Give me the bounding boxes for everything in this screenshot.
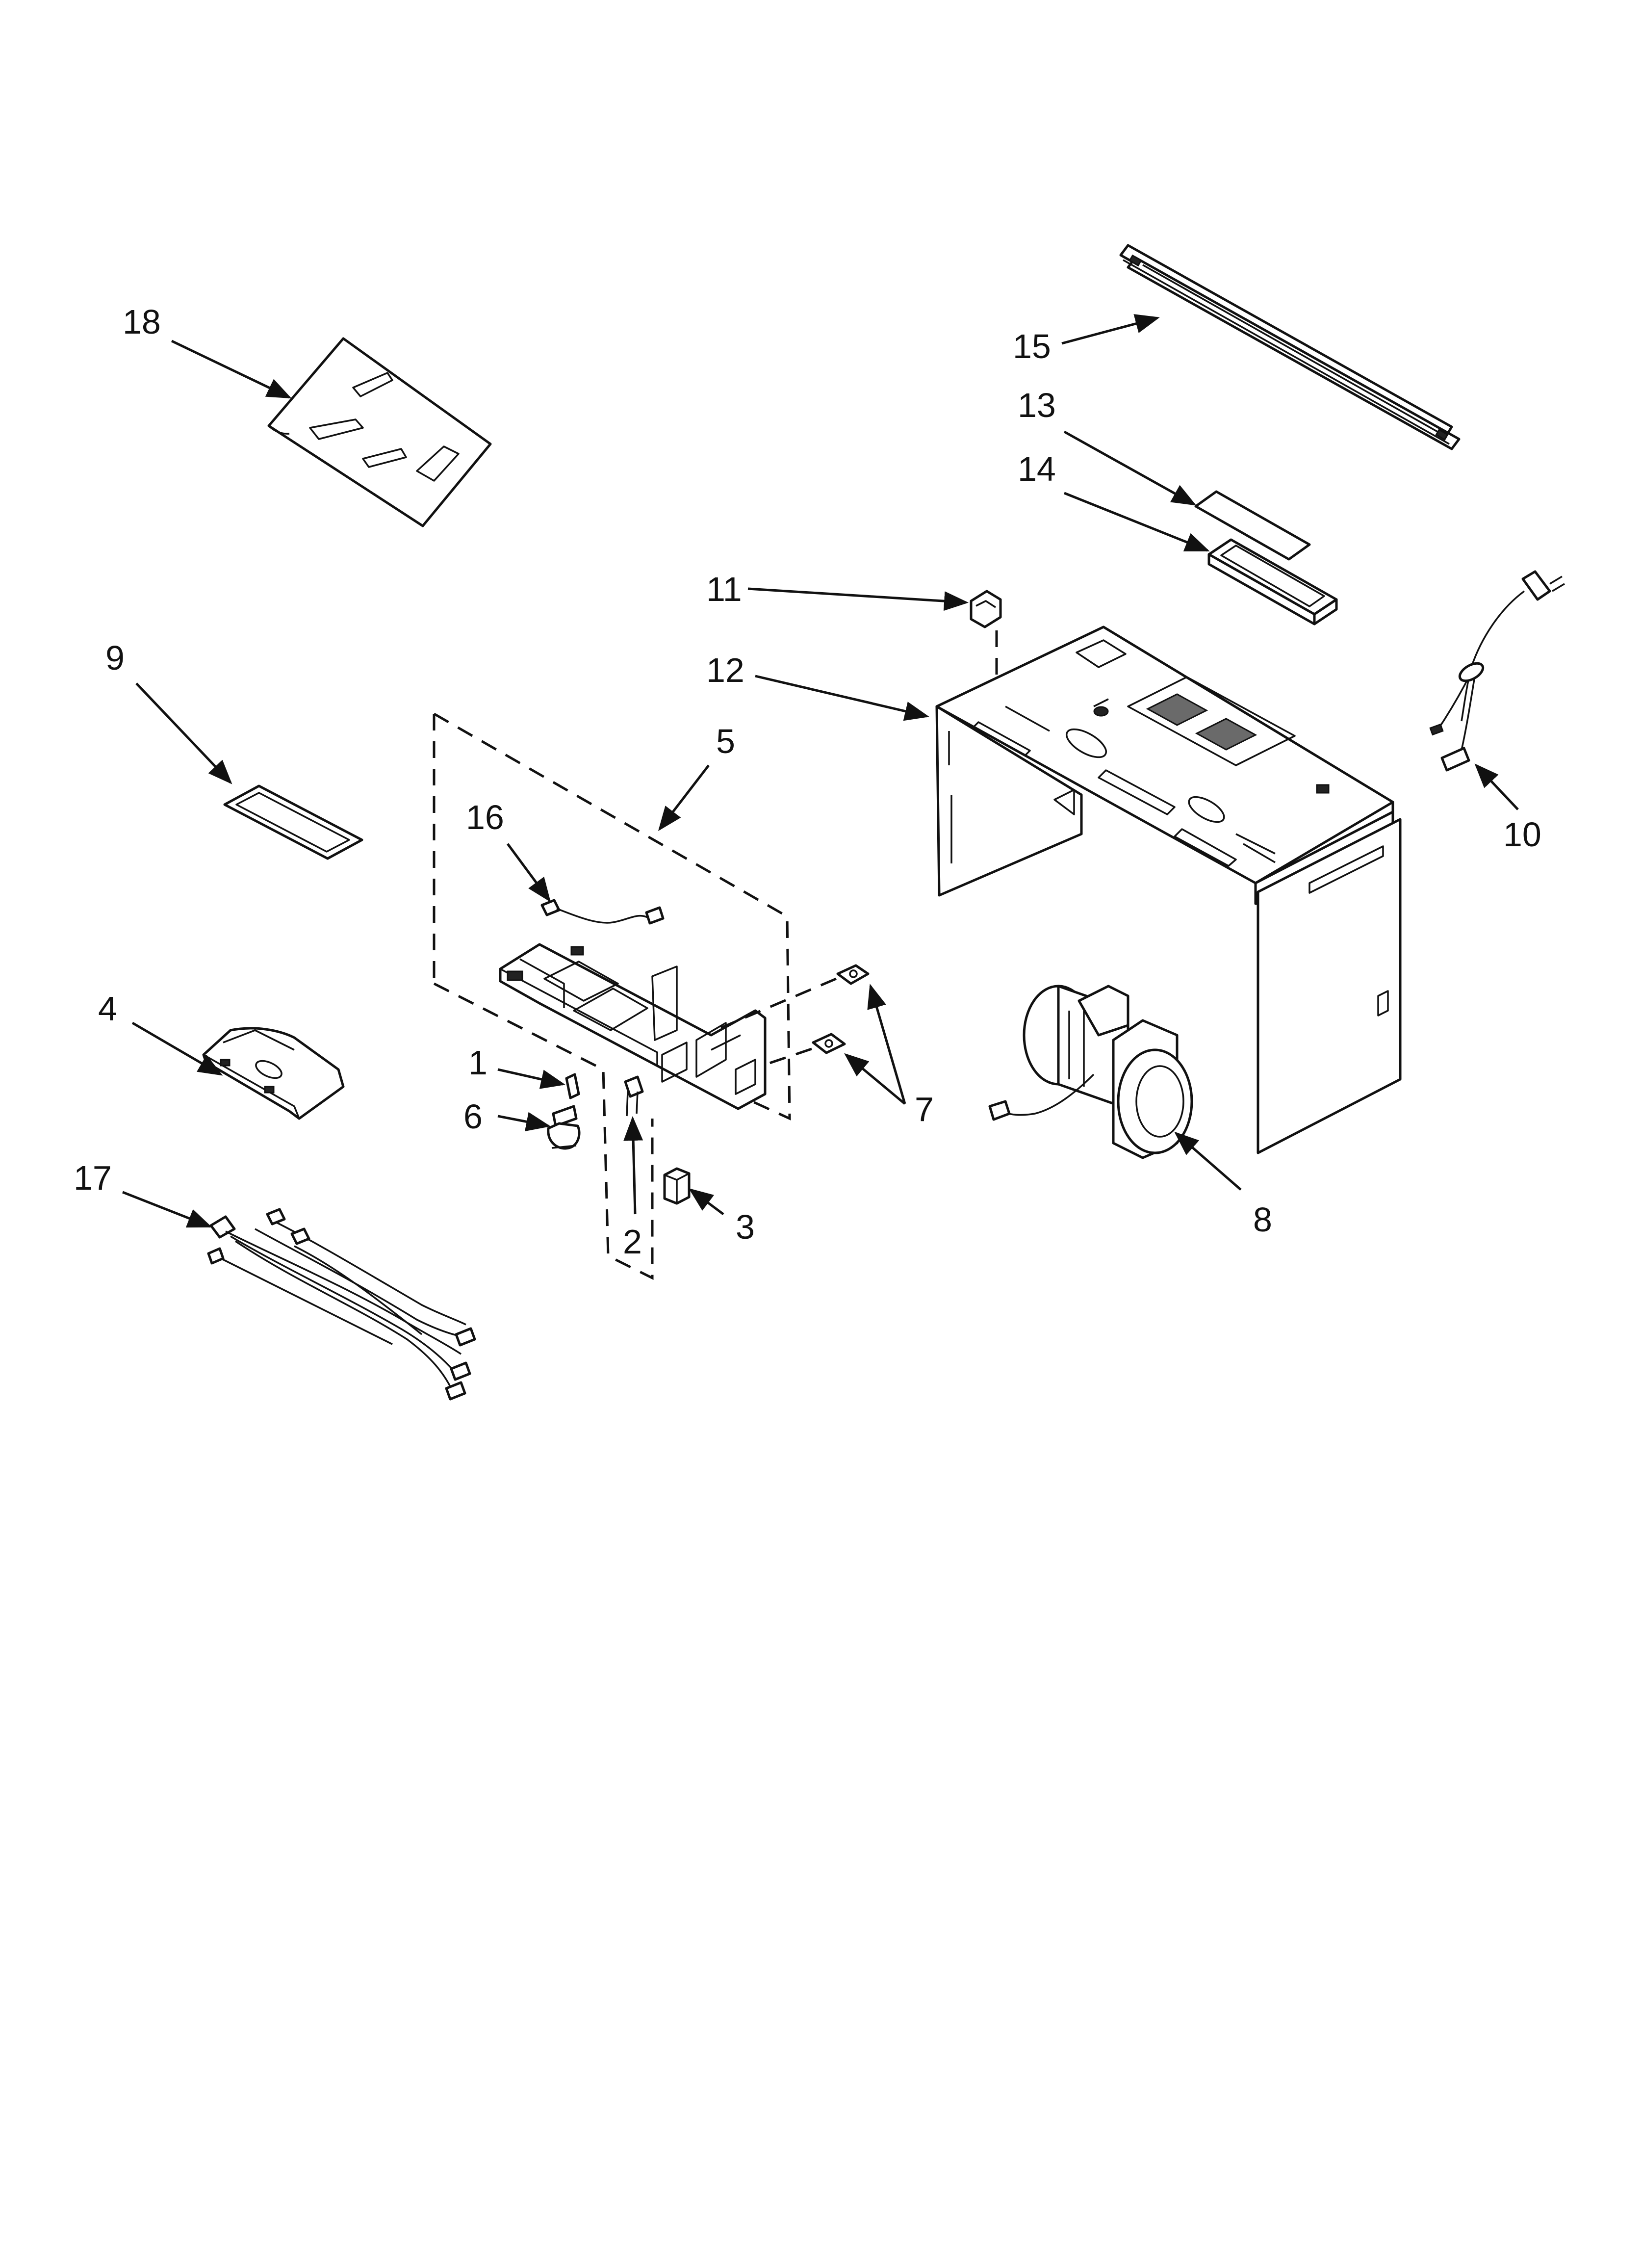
- part-9-filter: [223, 784, 363, 860]
- callout-12: 12: [706, 651, 744, 689]
- part-8-blower-motor: [988, 985, 1193, 1159]
- control-bracket: [499, 943, 767, 1110]
- callout-5: 5: [716, 722, 735, 760]
- part-12-chassis: [935, 626, 1402, 1154]
- callout-14: 14: [1018, 450, 1056, 488]
- part-16-sensor-wire: [540, 899, 665, 925]
- part-18-hardware-bag: [267, 337, 492, 527]
- callout-15: 15: [1013, 327, 1051, 365]
- callout-3: 3: [736, 1208, 755, 1246]
- part-7-brackets: [720, 964, 870, 1066]
- callout-7: 7: [915, 1090, 934, 1128]
- callout-2: 2: [623, 1223, 642, 1261]
- part-1-switch: [565, 1073, 580, 1099]
- callout-17: 17: [74, 1159, 112, 1197]
- callout-11: 11: [706, 570, 742, 608]
- part-4-cover: [202, 1027, 345, 1120]
- part-5-control-assembly: [433, 712, 791, 1280]
- part-14-tray: [1207, 538, 1338, 626]
- part-6-thermostat: [547, 1105, 581, 1150]
- part-10-power-cord: [1429, 570, 1565, 772]
- callout-8: 8: [1253, 1200, 1272, 1239]
- callout-1: 1: [468, 1043, 487, 1082]
- part-2-component: [624, 1075, 644, 1117]
- part-13-plate: [1194, 490, 1311, 561]
- callout-18: 18: [123, 303, 161, 341]
- part-11-clip: [970, 590, 1002, 687]
- part-17-wire-harness: [207, 1208, 476, 1401]
- callout-labels: 18 15 13 14 11 12 10 9 5 16 4 1 6 2 3 7 …: [74, 303, 1541, 1261]
- callout-arrows: [122, 314, 1519, 1228]
- callout-9: 9: [105, 639, 125, 677]
- part-15-rail: [1119, 244, 1461, 450]
- callout-4: 4: [98, 990, 117, 1028]
- callout-10: 10: [1503, 815, 1541, 854]
- callout-13: 13: [1018, 386, 1056, 424]
- callout-16: 16: [466, 798, 504, 836]
- part-3-relay: [663, 1167, 691, 1205]
- callout-6: 6: [463, 1097, 483, 1136]
